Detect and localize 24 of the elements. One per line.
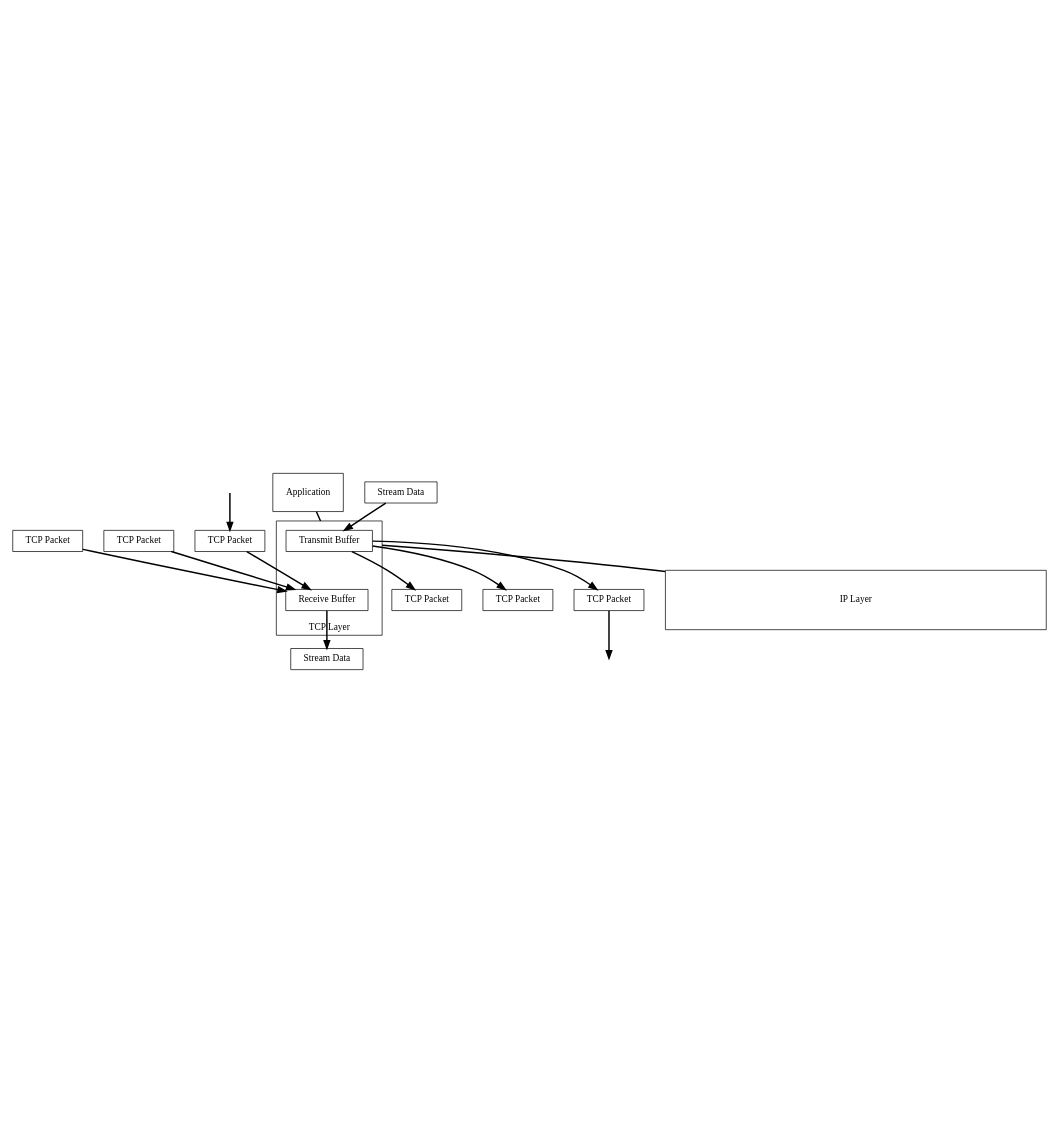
node-box: Stream Data xyxy=(290,647,364,670)
node-box: Stream Data xyxy=(364,481,438,503)
node-box: TCP Packet xyxy=(482,588,554,611)
node-box: TCP Packet xyxy=(391,588,463,611)
arrow xyxy=(342,501,387,532)
node-box: Receive Buffer xyxy=(285,588,369,611)
arrow xyxy=(351,550,417,591)
node-box: Transmit Buffer xyxy=(285,529,373,552)
node-box: IP Layer xyxy=(665,569,1047,630)
arrow xyxy=(226,491,234,532)
node-box: TCP Packet xyxy=(12,529,84,552)
node-box: TCP Packet xyxy=(573,588,645,611)
arrow xyxy=(605,609,613,661)
node-box: Application xyxy=(272,472,344,512)
arrow xyxy=(371,539,599,591)
node-box: TCP Packet xyxy=(194,529,266,552)
connector xyxy=(315,510,322,522)
node-box: TCP Packet xyxy=(103,529,175,552)
arrow xyxy=(246,550,312,590)
arrow xyxy=(371,544,507,591)
arrow xyxy=(170,550,297,590)
arrow xyxy=(323,609,331,651)
arrow xyxy=(82,548,288,593)
connector xyxy=(381,544,666,572)
